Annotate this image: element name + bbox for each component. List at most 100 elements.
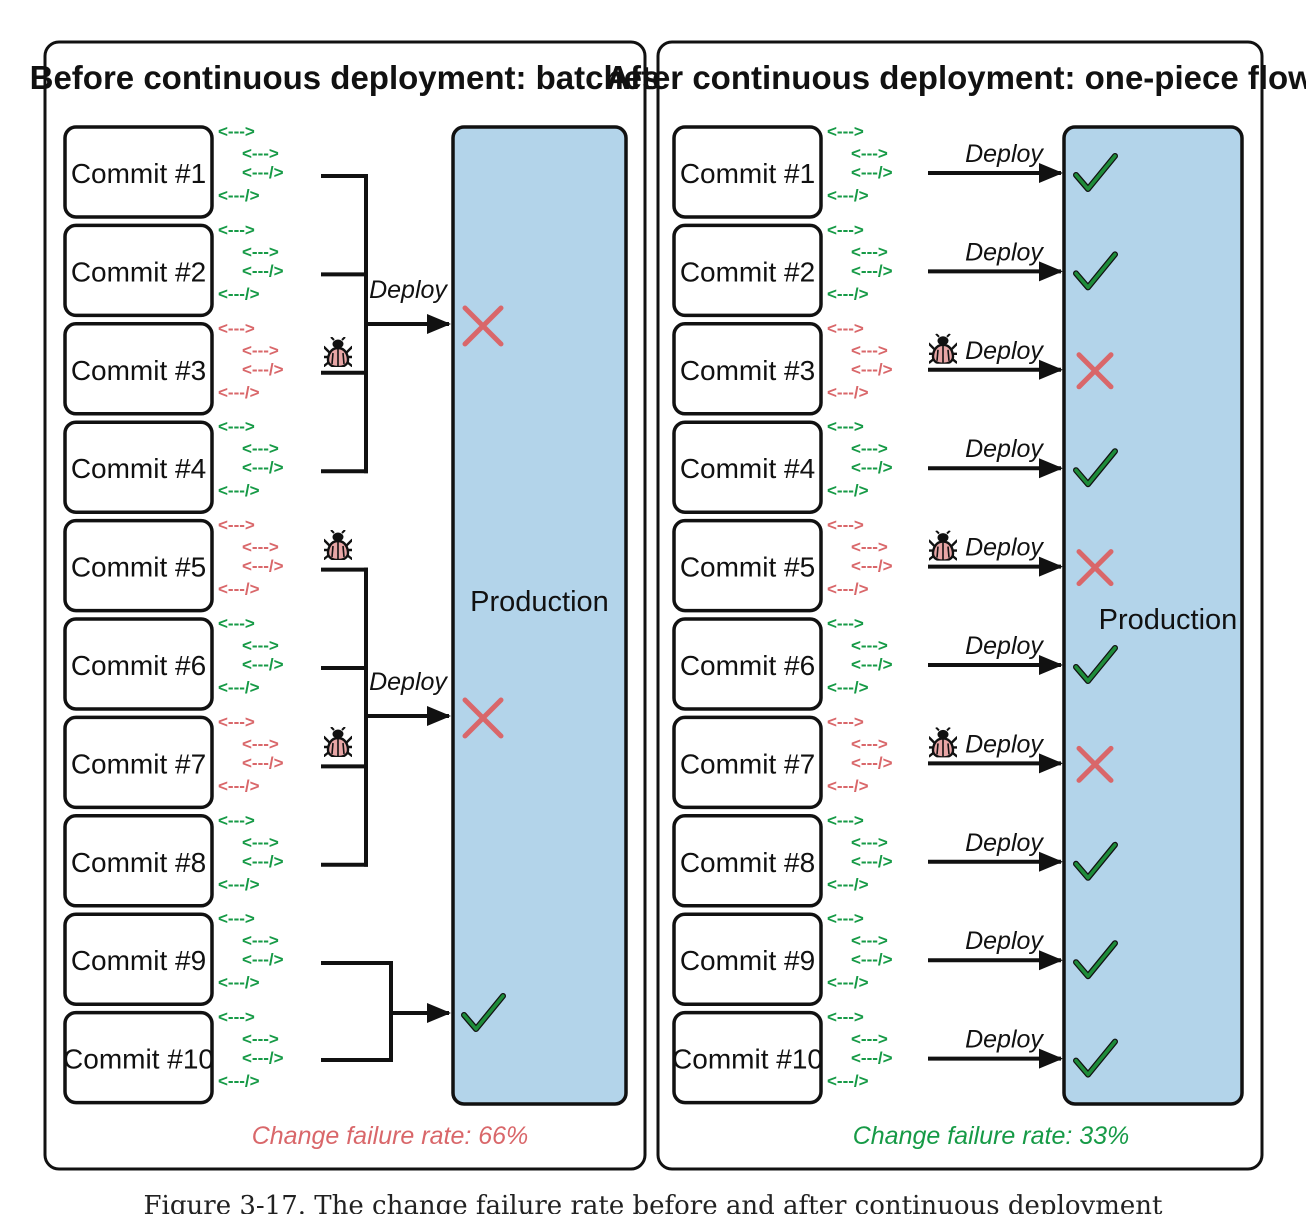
code-snippets: <---><---><---/><---/>	[827, 220, 893, 303]
code-snippet: <--->	[827, 319, 864, 338]
commit-label: Commit #5	[71, 552, 206, 583]
code-snippet: <--->	[851, 833, 888, 852]
code-snippet: <---/>	[851, 753, 893, 772]
code-snippet: <---/>	[218, 284, 260, 303]
code-snippet: <--->	[827, 811, 864, 830]
code-snippet: <--->	[827, 122, 864, 141]
deploy-label: Deploy	[965, 140, 1044, 168]
commit-box: Commit #1	[63, 125, 214, 219]
code-snippet: <--->	[242, 833, 279, 852]
check-mark-icon	[1073, 1038, 1118, 1078]
code-snippet: <---/>	[242, 557, 284, 576]
commit-label: Commit #1	[680, 158, 815, 189]
x-mark-icon	[1076, 549, 1114, 587]
code-snippet: <--->	[851, 242, 888, 261]
code-snippet: <---/>	[242, 1049, 284, 1068]
code-snippet: <---/>	[242, 458, 284, 477]
code-snippet: <--->	[827, 516, 864, 535]
commit-label: Commit #10	[63, 1044, 214, 1075]
production-environment: Production	[1062, 125, 1244, 1106]
code-snippet: <---/>	[827, 481, 869, 500]
x-mark-icon	[462, 305, 504, 347]
code-snippets: <---><---><---/><---/>	[827, 909, 893, 992]
commit-box: Commit #7	[63, 715, 214, 810]
code-snippet: <--->	[218, 319, 255, 338]
code-snippet: <---/>	[242, 950, 284, 969]
commit-label: Commit #1	[71, 158, 206, 189]
code-snippet: <---/>	[827, 580, 869, 599]
commit-box: Commit #2	[63, 223, 214, 318]
commit-label: Commit #5	[680, 552, 815, 583]
code-snippets: <---><---><---/><---/>	[218, 614, 284, 697]
code-snippet: <---/>	[242, 753, 284, 772]
commit-label: Commit #3	[71, 355, 206, 386]
code-snippets: <---><---><---/><---/>	[218, 417, 284, 500]
commit-box: Commit #5	[672, 518, 823, 613]
commit-label: Commit #3	[680, 355, 815, 386]
code-snippet: <--->	[851, 636, 888, 655]
commit-box: Commit #6	[672, 617, 823, 711]
commit-box: Commit #3	[63, 322, 214, 416]
code-snippet: <---/>	[851, 557, 893, 576]
code-snippet: <--->	[827, 909, 864, 928]
commit-box: Commit #10	[63, 1010, 214, 1105]
x-mark-icon	[1076, 352, 1114, 390]
code-snippet: <---/>	[218, 973, 260, 992]
code-snippet: <---/>	[851, 852, 893, 871]
code-snippet: <--->	[827, 712, 864, 731]
code-snippet: <--->	[827, 417, 864, 436]
deploy-label: Deploy	[965, 435, 1044, 463]
code-snippets: <---><---><---/><---/>	[827, 122, 893, 205]
check-mark-icon	[461, 993, 506, 1032]
deploy-label: Deploy	[965, 337, 1044, 365]
code-snippet: <---/>	[218, 678, 260, 697]
code-snippet: <--->	[827, 1008, 864, 1027]
code-snippet: <---/>	[242, 852, 284, 871]
commit-box: Commit #5	[63, 518, 214, 613]
code-snippet: <--->	[242, 636, 279, 655]
code-snippet: <---/>	[851, 655, 893, 674]
production-label: Production	[1099, 604, 1238, 636]
code-snippet: <--->	[218, 122, 255, 141]
code-snippet: <---/>	[851, 261, 893, 280]
deploy-label: Deploy	[965, 730, 1044, 758]
code-snippets: <---><---><---/><---/>	[827, 319, 893, 402]
code-snippet: <--->	[851, 538, 888, 557]
code-snippet: <--->	[218, 516, 255, 535]
code-snippet: <--->	[851, 439, 888, 458]
code-snippet: <--->	[218, 614, 255, 633]
code-snippets: <---><---><---/><---/>	[827, 417, 893, 500]
code-snippet: <--->	[242, 439, 279, 458]
code-snippet: <---/>	[827, 678, 869, 697]
check-mark-icon	[1073, 841, 1118, 881]
code-snippet: <--->	[242, 931, 279, 950]
change-failure-rate: Change failure rate: 66%	[252, 1122, 529, 1150]
code-snippet: <---/>	[827, 875, 869, 894]
code-snippet: <--->	[218, 417, 255, 436]
commit-box: Commit #9	[63, 912, 214, 1006]
commit-label: Commit #9	[71, 945, 206, 976]
check-mark-icon	[1073, 153, 1118, 192]
code-snippet: <---/>	[851, 458, 893, 477]
code-snippets: <---><---><---/><---/>	[827, 712, 893, 795]
code-snippet: <---/>	[242, 163, 284, 182]
deploy-label: Deploy	[369, 668, 448, 696]
deploy-label: Deploy	[369, 276, 448, 304]
check-mark-icon	[1073, 251, 1118, 291]
code-snippet: <---/>	[851, 1049, 893, 1068]
x-mark-icon	[1076, 745, 1114, 783]
commit-label: Commit #10	[672, 1044, 823, 1075]
production-environment: Production	[451, 125, 628, 1106]
commit-box: Commit #7	[672, 715, 823, 810]
code-snippets: <---><---><---/><---/>	[218, 122, 284, 205]
code-snippet: <--->	[218, 712, 255, 731]
code-snippet: <---/>	[827, 284, 869, 303]
code-snippet: <--->	[242, 734, 279, 753]
code-snippets: <---><---><---/><---/>	[827, 1008, 893, 1091]
panel-title: Before continuous deployment: batches	[30, 59, 661, 96]
commit-box: Commit #4	[672, 420, 823, 514]
commit-label: Commit #2	[680, 256, 815, 287]
check-mark-icon	[1073, 940, 1118, 980]
deploy-label: Deploy	[965, 829, 1044, 857]
deploy-label: Deploy	[965, 632, 1044, 660]
